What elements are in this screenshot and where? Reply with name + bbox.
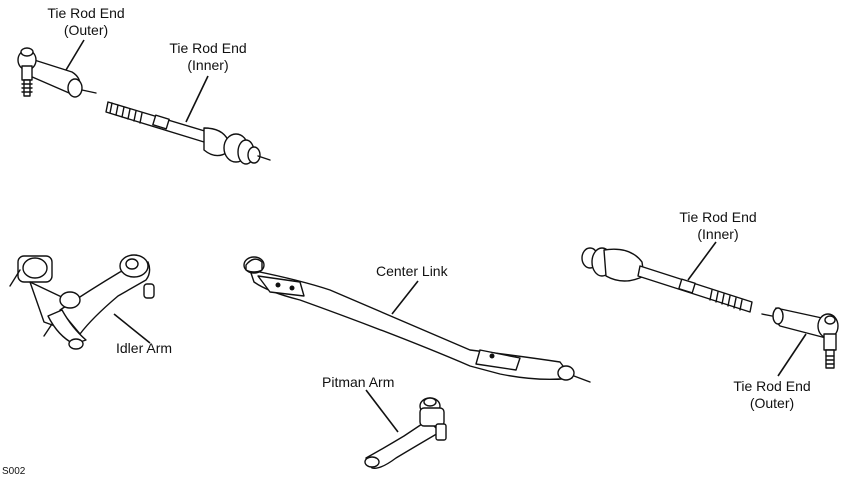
label-tie-rod-end-inner-right: Tie Rod End (Inner) (672, 209, 764, 243)
leader-tie-rod-outer-top (65, 39, 85, 71)
label-line: (Outer) (63, 22, 109, 38)
label-line: (Inner) (697, 226, 739, 242)
label-line: Idler Arm (116, 340, 173, 356)
leader-tie-rod-outer-right (777, 333, 807, 377)
label-line: (Outer) (749, 395, 795, 411)
label-tie-rod-end-outer-right: Tie Rod End (Outer) (726, 378, 818, 412)
leader-pitman-arm (365, 389, 399, 433)
label-center-link: Center Link (376, 263, 448, 280)
center-link-part (243, 256, 591, 383)
idler-arm-part (9, 254, 155, 350)
label-line: Tie Rod End (47, 5, 125, 21)
label-line: (Inner) (187, 57, 229, 73)
leader-tie-rod-inner-right (687, 241, 717, 281)
figure-code: S002 (2, 466, 26, 477)
leader-idler-arm (113, 313, 151, 344)
tie-rod-end-inner-top-part (105, 101, 271, 165)
label-pitman-arm: Pitman Arm (322, 374, 394, 391)
label-line: Center Link (376, 263, 448, 279)
label-line: Tie Rod End (733, 378, 811, 394)
tie-rod-end-inner-right-part (581, 247, 753, 313)
label-idler-arm: Idler Arm (116, 340, 172, 357)
tie-rod-end-outer-top-part (17, 47, 97, 98)
label-line: Tie Rod End (169, 40, 247, 56)
label-line: Pitman Arm (322, 374, 395, 390)
label-tie-rod-end-inner-top: Tie Rod End (Inner) (162, 40, 254, 74)
label-line: Tie Rod End (679, 209, 757, 225)
pitman-arm-part (364, 397, 447, 469)
label-tie-rod-end-outer-top: Tie Rod End (Outer) (40, 5, 132, 39)
leader-center-link (391, 280, 419, 315)
leader-tie-rod-inner-top (185, 75, 209, 123)
tie-rod-end-outer-right-part (761, 307, 839, 369)
